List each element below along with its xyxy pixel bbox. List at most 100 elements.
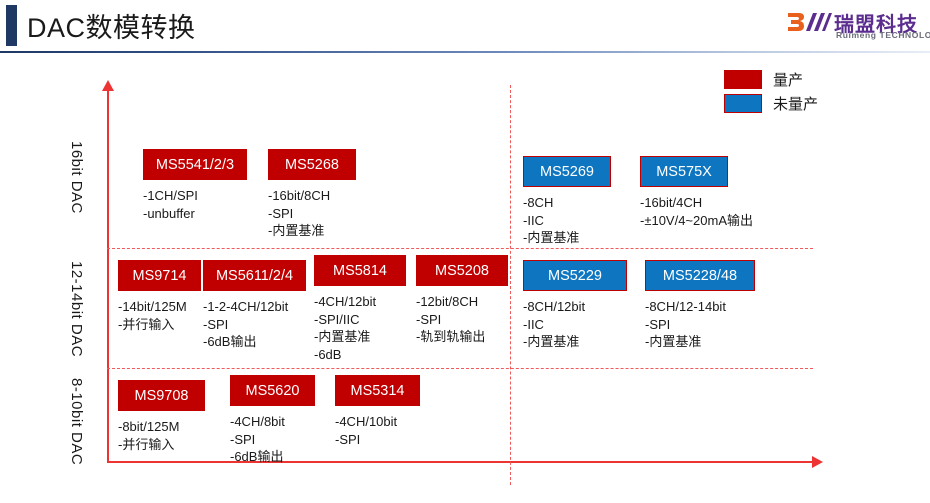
product-spec: -SPI (230, 431, 256, 447)
product-spec-list: -8CH/12-14bit -SPI -内置基准 (645, 298, 755, 351)
product-spec-list: -16bit/4CH -±10V/4~20mA输出 (640, 194, 753, 229)
product-spec: -SPI (645, 316, 671, 332)
product-spec: -SPI (335, 431, 361, 447)
legend-item-not-mass-production: 未量产 (724, 92, 818, 114)
product-chip-label[interactable]: MS5229 (523, 260, 627, 291)
product-chip-label[interactable]: MS5620 (230, 375, 315, 406)
row-divider-12bit-8bit (107, 368, 813, 369)
product-spec: -8CH/12-14bit (645, 299, 726, 314)
company-logo: 瑞盟科技 Ruimeng TECHNOLOGY (786, 8, 930, 44)
product-card-ms5611[interactable]: MS5611/2/4 -1-2-4CH/12bit -SPI -6dB输出 (203, 260, 306, 351)
product-card-ms5268[interactable]: MS5268 -16bit/8CH -SPI -内置基准 (268, 149, 356, 240)
product-spec: -SPI (416, 311, 442, 327)
product-spec: -SPI (268, 205, 294, 221)
product-card-ms9714[interactable]: MS9714 -14bit/125M -并行输入 (118, 260, 201, 333)
legend-label-not-mass-production: 未量产 (773, 95, 819, 113)
product-spec: -8CH/12bit (523, 299, 586, 314)
product-spec: -内置基准 (523, 334, 580, 349)
product-spec: -8CH (523, 195, 554, 210)
legend: 量产 未量产 (724, 68, 818, 116)
product-card-ms5814[interactable]: MS5814 -4CH/12bit -SPI/IIC -内置基准 -6dB (314, 255, 406, 363)
product-card-ms5620[interactable]: MS5620 -4CH/8bit -SPI -6dB输出 (230, 375, 315, 466)
product-spec: -4CH/12bit (314, 294, 377, 309)
y-axis-group-label-12-14bit: 12-14bit DAC (68, 261, 85, 358)
product-spec-list: -4CH/12bit -SPI/IIC -内置基准 -6dB (314, 293, 406, 363)
product-chip-label[interactable]: MS9708 (118, 380, 205, 411)
logo-text-en: Ruimeng TECHNOLOGY (836, 30, 930, 40)
product-spec: -IIC (523, 212, 544, 228)
product-chip-label[interactable]: MS5208 (416, 255, 508, 286)
product-spec: -SPI/IIC (314, 311, 360, 327)
product-card-ms5208[interactable]: MS5208 -12bit/8CH -SPI -轨到轨输出 (416, 255, 508, 346)
product-spec: -±10V/4~20mA输出 (640, 212, 753, 228)
product-spec-list: -4CH/10bit -SPI (335, 413, 420, 448)
product-chip-label[interactable]: MS5314 (335, 375, 420, 406)
product-spec-list: -8bit/125M -并行输入 (118, 418, 205, 453)
product-spec: -内置基准 (645, 334, 702, 349)
product-card-ms9708[interactable]: MS9708 -8bit/125M -并行输入 (118, 380, 205, 453)
row-divider-16bit-12bit (107, 248, 813, 249)
product-spec: -unbuffer (143, 205, 195, 221)
product-spec: -8bit/125M (118, 419, 180, 434)
product-card-ms5229[interactable]: MS5229 -8CH/12bit -IIC -内置基准 (523, 260, 627, 351)
product-chip-label[interactable]: MS575X (640, 156, 728, 187)
product-spec-list: -12bit/8CH -SPI -轨到轨输出 (416, 293, 508, 346)
legend-swatch-blue (724, 93, 762, 113)
page-header: DAC数模转换 瑞盟科技 Ruimeng TECHNOLOGY (0, 0, 930, 53)
product-chip-label[interactable]: MS5814 (314, 255, 406, 286)
y-axis-line (107, 88, 109, 463)
column-divider-status (510, 85, 511, 485)
product-spec: -内置基准 (268, 223, 325, 238)
product-spec: -12bit/8CH (416, 294, 479, 309)
product-spec: -SPI (203, 316, 229, 332)
product-chip-label[interactable]: MS5268 (268, 149, 356, 180)
product-spec-list: -1-2-4CH/12bit -SPI -6dB输出 (203, 298, 306, 351)
product-spec: -16bit/8CH (268, 188, 331, 203)
product-chip-label[interactable]: MS5269 (523, 156, 611, 187)
product-spec-list: -1CH/SPI -unbuffer (143, 187, 247, 222)
product-spec: -并行输入 (118, 436, 175, 452)
product-spec: -4CH/8bit (230, 414, 285, 429)
header-divider (0, 51, 930, 53)
product-card-ms5541[interactable]: MS5541/2/3 -1CH/SPI -unbuffer (143, 149, 247, 222)
legend-item-mass-production: 量产 (724, 68, 818, 90)
product-spec: -6dB输出 (203, 334, 257, 349)
product-chip-label[interactable]: MS5541/2/3 (143, 149, 247, 180)
product-spec: -IIC (523, 316, 544, 332)
logo-text-cn: 瑞盟科技 (834, 14, 918, 36)
product-card-ms5228[interactable]: MS5228/48 -8CH/12-14bit -SPI -内置基准 (645, 260, 755, 351)
product-spec-list: -4CH/8bit -SPI -6dB输出 (230, 413, 315, 466)
product-card-ms5269[interactable]: MS5269 -8CH -IIC -内置基准 (523, 156, 611, 247)
page-title: DAC数模转换 (27, 13, 196, 43)
product-chip-label[interactable]: MS5228/48 (645, 260, 755, 291)
product-card-ms575x[interactable]: MS575X -16bit/4CH -±10V/4~20mA输出 (640, 156, 753, 229)
product-spec-list: -8CH -IIC -内置基准 (523, 194, 611, 247)
product-spec: -并行输入 (118, 316, 175, 332)
ruimeng-logo-mark-icon (788, 13, 832, 31)
product-spec: -6dB (314, 346, 342, 362)
product-spec-list: -14bit/125M -并行输入 (118, 298, 201, 333)
y-axis-arrowhead-icon (102, 80, 114, 91)
product-spec: -1-2-4CH/12bit (203, 299, 289, 314)
product-card-ms5314[interactable]: MS5314 -4CH/10bit -SPI (335, 375, 420, 448)
product-spec: -16bit/4CH (640, 195, 703, 210)
product-chip-label[interactable]: MS5611/2/4 (203, 260, 306, 291)
header-accent-bar (6, 5, 17, 46)
product-chip-label[interactable]: MS9714 (118, 260, 201, 291)
legend-swatch-red (724, 69, 762, 89)
product-spec-list: -8CH/12bit -IIC -内置基准 (523, 298, 627, 351)
y-axis-group-label-8-10bit: 8-10bit DAC (68, 378, 85, 466)
x-axis-arrowhead-icon (812, 456, 823, 468)
product-spec: -轨到轨输出 (416, 329, 486, 344)
product-spec: -4CH/10bit (335, 414, 398, 429)
product-spec: -内置基准 (314, 329, 371, 344)
product-spec: -14bit/125M (118, 299, 187, 314)
product-spec: -1CH/SPI (143, 188, 198, 203)
product-spec: -内置基准 (523, 230, 580, 245)
legend-label-mass-production: 量产 (773, 71, 804, 89)
y-axis-group-label-16bit: 16bit DAC (68, 141, 85, 214)
x-axis-line (107, 461, 813, 463)
product-spec: -6dB输出 (230, 449, 284, 464)
dac-product-matrix: 16bit DAC 12-14bit DAC 8-10bit DAC MS554… (0, 53, 930, 503)
product-spec-list: -16bit/8CH -SPI -内置基准 (268, 187, 356, 240)
